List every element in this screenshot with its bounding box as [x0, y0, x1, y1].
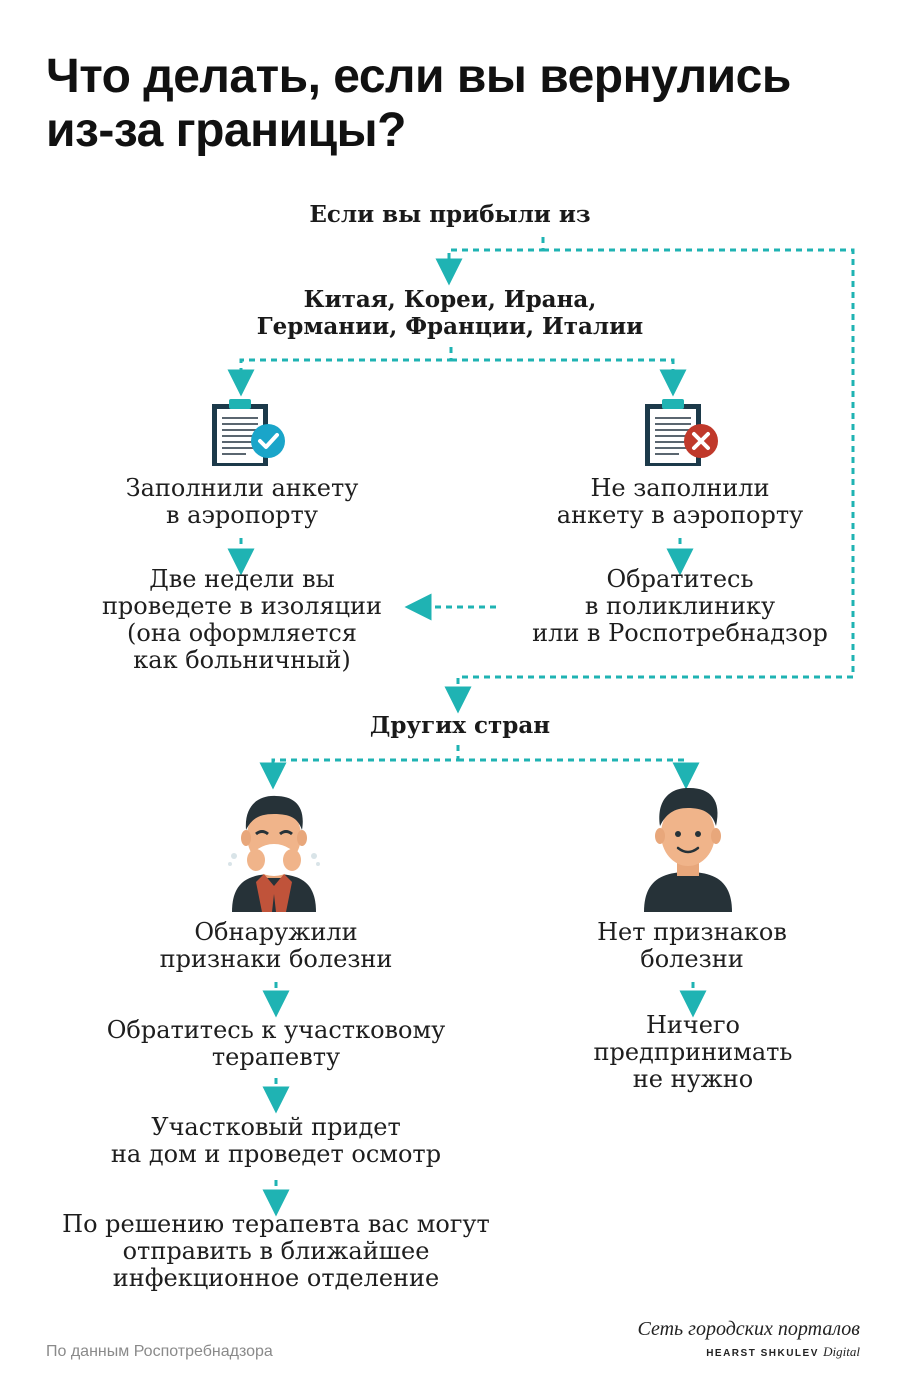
page-title: Что делать, если вы вернулись из-за гран…	[46, 50, 791, 157]
connector-countries-split-right	[451, 358, 687, 397]
doctor-visit-step: Участковый придет на дом и проведет осмо…	[110, 1113, 442, 1168]
nothing-to-do-result: Ничего предпринимать не нужно	[593, 1011, 793, 1093]
connector-other-split	[259, 745, 460, 790]
arrived-from-label: Если вы прибыли из	[309, 201, 591, 228]
contact-clinic-result: Обратитесь в поликлинику или в Роспотреб…	[532, 565, 828, 647]
publisher-logo-text: Сеть городских порталов	[637, 1318, 860, 1340]
other-countries-label: Других стран	[369, 712, 551, 739]
connector-other-split-right	[458, 758, 700, 790]
isolation-result: Две недели вы проведете в изоляции (она …	[101, 565, 383, 674]
filled-form-label: Заполнили анкету в аэропорту	[125, 474, 359, 529]
healthy-person-icon	[644, 787, 732, 912]
sick-person-icon	[228, 795, 320, 912]
contact-therapist-step: Обратитесь к участковому терапевту	[106, 1016, 446, 1071]
countries-line-2: Германии, Франции, Италии	[256, 313, 644, 340]
connector-countries-split	[227, 347, 453, 397]
clipboard-cross-icon	[645, 399, 718, 466]
hospital-referral-step: По решению терапевта вас могут отправить…	[62, 1210, 490, 1292]
not-filled-form-label: Не заполнили анкету в аэропорту	[556, 474, 804, 529]
source-note: По данным Роспотребнадзора	[46, 1343, 273, 1360]
countries-line-1: Китая, Кореи, Ирана,	[303, 286, 597, 313]
clipboard-check-icon	[212, 399, 285, 466]
publisher-logo-caps: HEARST SHKULEV	[706, 1348, 819, 1359]
sick-label: Обнаружили признаки болезни	[159, 918, 393, 973]
publisher-logo-italic: Digital	[823, 1344, 860, 1359]
healthy-label: Нет признаков болезни	[597, 918, 787, 973]
connector-top-split	[435, 237, 545, 286]
publisher-logo-subtitle: HEARST SHKULEV Digital	[620, 1344, 860, 1360]
